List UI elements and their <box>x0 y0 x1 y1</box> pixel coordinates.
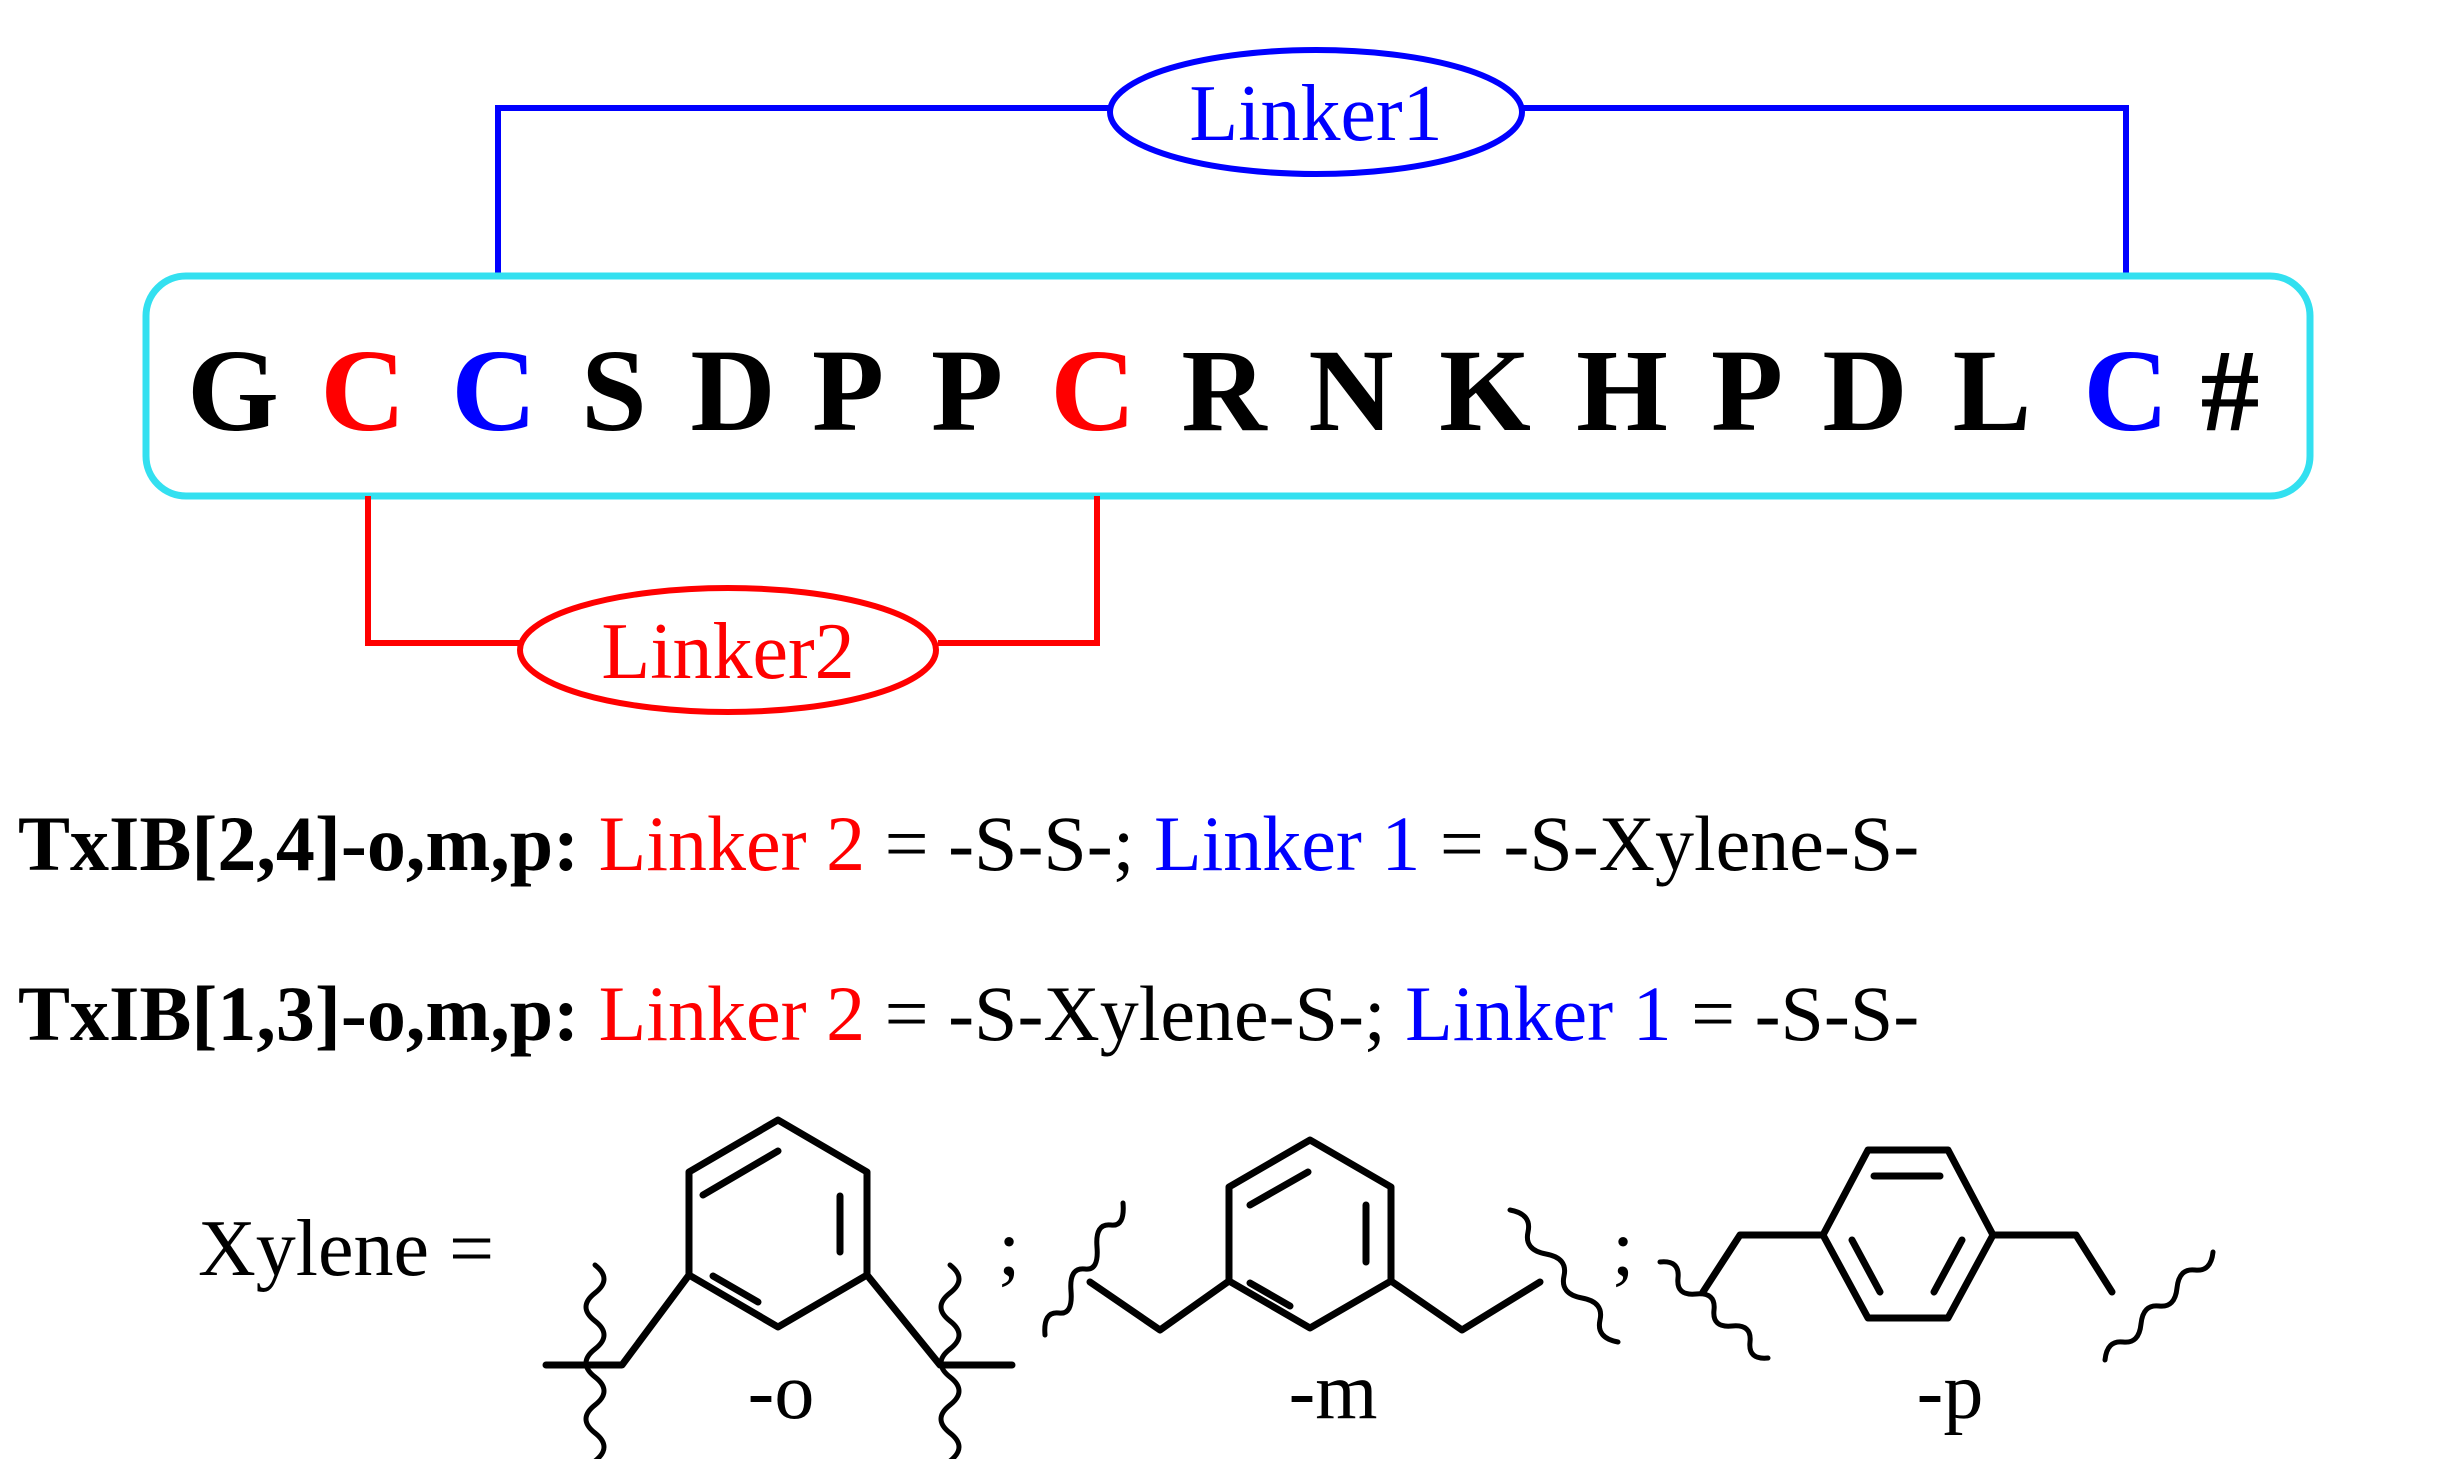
linker1-label: Linker1 <box>1189 70 1442 158</box>
residue-10: N <box>1308 325 1393 456</box>
definition-1-linker2-label: Linker 2 <box>599 800 865 887</box>
definition-2-linker2-value: = -S-Xylene-S-; <box>865 970 1405 1057</box>
xylene-separator-2: ; <box>1612 1205 1634 1293</box>
meta-right-wavy-bond <box>1507 1207 1621 1345</box>
linker1-ellipse <box>1107 47 1525 177</box>
ortho-left-wavy-bond <box>583 1262 607 1464</box>
definition-1-name: TxIB[2,4]-o,m,p: <box>18 800 579 887</box>
linker2-label: Linker2 <box>601 608 854 696</box>
sequence-box <box>142 272 2314 500</box>
ortho-right-chain <box>863 1271 1016 1369</box>
residue-3: C <box>451 325 536 456</box>
ortho-left-chain <box>542 1271 693 1369</box>
meta-left-chain <box>1086 1277 1233 1334</box>
meta-double-bond-1 <box>1246 1168 1312 1209</box>
ortho-label: -o <box>748 1348 815 1436</box>
meta-label: -m <box>1289 1348 1378 1436</box>
para-right-chain <box>1989 1231 2116 1296</box>
definition-2-linker1-label: Linker 1 <box>1405 970 1671 1057</box>
para-xylene-structure <box>1657 1146 2216 1363</box>
residue-13: P <box>1711 325 1783 456</box>
definition-2-name: TxIB[1,3]-o,m,p: <box>18 970 579 1057</box>
ortho-benzene-ring <box>685 1116 871 1331</box>
meta-right-chain <box>1387 1277 1544 1334</box>
sequence-residues: G C C S D P P C R N K H P D L C # <box>187 325 2259 456</box>
linker1-line-right <box>1520 105 2129 276</box>
residue-9: R <box>1181 325 1268 456</box>
residue-16: C <box>2083 325 2168 456</box>
definition-line-1: TxIB[2,4]-o,m,p: Linker 2 = -S-S-; Linke… <box>18 800 1919 887</box>
para-left-chain <box>1699 1231 1827 1296</box>
residue-1: G <box>187 325 279 456</box>
definition-1-linker1-value: = -S-Xylene-S- <box>1420 800 1919 887</box>
linker2-bracket: Linker2 <box>365 496 1100 715</box>
linker2-ellipse <box>517 585 939 715</box>
residue-12: H <box>1576 325 1668 456</box>
definition-2-linker2-label: Linker 2 <box>599 970 865 1057</box>
residue-4: S <box>581 325 647 456</box>
linker1-bracket: Linker1 <box>495 47 2129 276</box>
para-double-bond-3 <box>1848 1236 1884 1296</box>
definition-1-linker2-value: = -S-S-; <box>865 800 1154 887</box>
linker2-line-right <box>938 496 1100 646</box>
residue-5: D <box>690 325 775 456</box>
residue-15: L <box>1953 325 2032 456</box>
meta-benzene-ring <box>1225 1136 1395 1332</box>
meta-left-wavy-bond <box>1042 1200 1126 1338</box>
residue-2: C <box>320 325 405 456</box>
residue-7: P <box>931 325 1003 456</box>
linker1-line-left <box>495 105 1110 276</box>
xylene-prefix: Xylene = <box>198 1205 494 1293</box>
definition-1-linker1-label: Linker 1 <box>1154 800 1420 887</box>
para-double-bond-2 <box>1930 1236 1966 1296</box>
ortho-right-wavy-bond <box>938 1262 962 1464</box>
residue-8: C <box>1050 325 1135 456</box>
residue-14: D <box>1822 325 1907 456</box>
meta-xylene-structure <box>1042 1136 1621 1345</box>
para-label: -p <box>1917 1348 1984 1436</box>
definition-2-linker1-value: = -S-S- <box>1672 970 1920 1057</box>
residue-11: K <box>1439 325 1531 456</box>
para-right-wavy-bond <box>2102 1249 2216 1363</box>
para-left-wavy-bond <box>1657 1259 1771 1361</box>
linker2-line-left <box>365 496 520 646</box>
meta-double-bond-3 <box>1246 1279 1294 1310</box>
xylene-separator-1: ; <box>998 1205 1020 1293</box>
ortho-double-bond-3 <box>709 1272 762 1306</box>
definition-line-2: TxIB[1,3]-o,m,p: Linker 2 = -S-Xylene-S-… <box>18 970 1919 1057</box>
residue-17: # <box>2201 325 2260 456</box>
residue-6: P <box>812 325 884 456</box>
ortho-double-bond-1 <box>699 1147 782 1199</box>
ortho-xylene-structure <box>542 1116 1016 1464</box>
